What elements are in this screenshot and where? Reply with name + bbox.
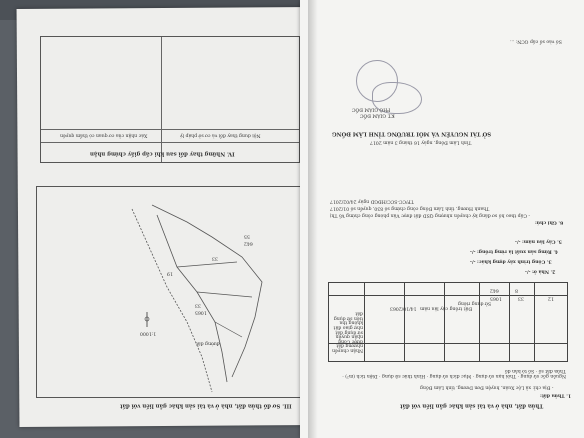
item-house: 2. Nhà ở: -/- <box>525 268 556 274</box>
cell-usage-origin: Nhận chuyển nhượng đất được Công nhận qu… <box>331 310 363 353</box>
page-fold <box>308 0 324 438</box>
note-line-2: Thanh Hương, tỉnh Lâm Đồng công chứng số… <box>330 205 490 211</box>
table-divider <box>444 283 445 361</box>
changes-title: IV. Những thay đổi sau khi cấp giấy chứn… <box>90 150 235 157</box>
divider <box>41 129 299 130</box>
page-right <box>300 0 584 438</box>
changes-col1-label: Nội dung thay đổi và cơ sở pháp lý <box>180 132 261 138</box>
road-label: đường đất <box>196 340 220 346</box>
item-perennial-trees: 5. Cây lâu năm: -/- <box>515 238 562 244</box>
signer-role-1: KT. GIÁM ĐỐC <box>360 112 395 118</box>
changes-col2-label: Xác nhận của cơ quan có thẩm quyền <box>60 132 148 138</box>
cell-parcel-number: 33 <box>518 295 524 301</box>
parcel-small-area: 642 <box>244 240 253 246</box>
right-section-title: Thửa đất, nhà ở và tài sản khác gắn liền… <box>400 402 544 409</box>
land-map-box <box>36 186 303 398</box>
parcel-boundary <box>196 291 253 298</box>
signer-role-2: PHÓ GIÁM ĐỐC <box>352 106 391 112</box>
item-parcel: 1. Thửa đất: <box>540 392 572 398</box>
header-purpose: Mục đích sử dụng <box>429 373 472 379</box>
signature <box>372 82 422 114</box>
parcel-small-number: 55 <box>244 233 250 239</box>
header-term: Thời hạn sử dụng <box>475 373 517 379</box>
parcel-boundary <box>214 321 243 338</box>
cell-usage-form: Sử dụng riêng <box>458 300 492 306</box>
cell-area-2: 642 <box>490 287 499 293</box>
parcel-address: - Địa chỉ: xã Lộc Xuân, huyện Đơn Dương,… <box>420 384 554 390</box>
land-parcel-table <box>328 282 568 362</box>
item-forest: 4. Rừng sản xuất là rừng trồng: -/- <box>470 248 559 254</box>
parcel-main-number: 33 <box>195 302 201 308</box>
parcel-right-number: 33 <box>212 255 218 261</box>
north-arrow <box>144 316 150 322</box>
divider <box>161 37 162 162</box>
road-line <box>131 208 213 393</box>
header-area: Diện tích (m²) <box>345 373 378 379</box>
table-header-row: Nguồn gốc sử dụng · Thời hạn sử dụng · M… <box>342 368 566 379</box>
parcel-main-area: 1065 <box>195 309 207 315</box>
cell-parcel-number-2: 8 <box>515 287 518 293</box>
table-divider <box>364 283 365 361</box>
item-notes: 6. Ghi chú: <box>535 219 564 225</box>
table-divider <box>534 283 535 361</box>
table-divider <box>404 283 405 361</box>
land-map <box>131 204 263 393</box>
divider <box>41 142 299 143</box>
note-line-1: - Cấp theo hồ sơ đăng ký chuyển nhượng Q… <box>330 212 530 218</box>
neighbor-number: 19 <box>167 270 173 276</box>
header-form: Hình thức sử dụng <box>381 373 426 379</box>
parcel-boundary <box>151 204 263 378</box>
cell-usage-purpose: Đất trồng cây lâu năm <box>420 305 473 311</box>
table-divider <box>479 283 480 361</box>
table-divider <box>509 283 510 361</box>
parcel-boundary <box>156 214 228 383</box>
cell-area: 1065 <box>490 295 502 301</box>
header-record-number: Số vào sổ cấp GCN: ... <box>510 38 562 44</box>
header-sheet: Số tờ bản đồ <box>504 368 535 374</box>
parcel-boundary <box>176 261 238 268</box>
table-divider <box>329 295 567 296</box>
map-scale: 1:1000 <box>140 330 157 336</box>
table-divider <box>329 343 567 344</box>
cell-usage-term: 14/10/2063 <box>390 305 417 311</box>
header-parcel: Thửa đất số <box>538 368 566 374</box>
issuing-authority: SỞ TÀI NGUYÊN VÀ MÔI TRƯỜNG TỈNH LÂM ĐỒN… <box>332 130 492 137</box>
cell-map-sheet: 12 <box>548 295 554 301</box>
note-line-3: TP/CC-SCC/HĐGD ngày 24/02/2017 <box>330 198 414 204</box>
changes-table <box>40 36 300 163</box>
map-section-title: III. Sơ đồ thửa đất, nhà ở và tài sản kh… <box>120 402 292 409</box>
issue-date: Tỉnh Lâm Đồng, ngày 16 tháng 3 năm 2017 <box>370 139 472 145</box>
item-other-works: 3. Công trình xây dựng khác: -/- <box>470 258 552 264</box>
header-origin: Nguồn gốc sử dụng <box>520 373 566 379</box>
